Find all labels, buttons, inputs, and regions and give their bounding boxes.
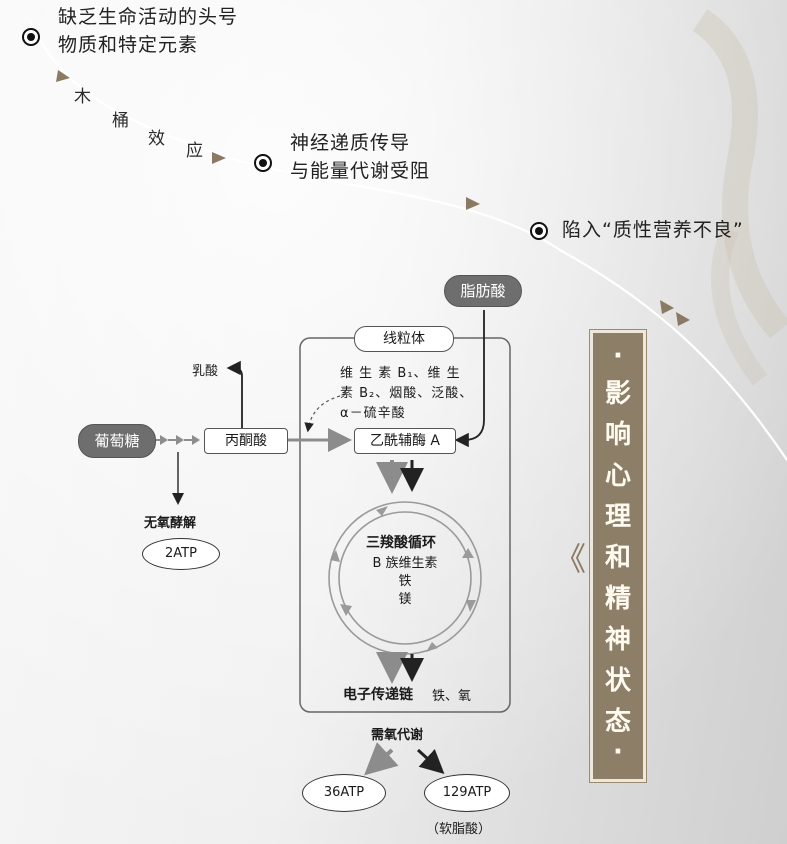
acetyl-coa-box: 乙酰辅酶 A (354, 428, 456, 454)
aerobic-to-129atp-arrow (416, 748, 445, 775)
atp129-ellipse: 129ATP (424, 774, 510, 812)
pyruvate-box: 丙酮酸 (204, 428, 288, 454)
atp2-ellipse: 2ATP (142, 538, 220, 570)
panel-char: 理 (604, 502, 631, 532)
vitamins-line3: α－硫辛酸 (340, 406, 406, 421)
panel-char: 心 (604, 461, 631, 491)
glucose-to-pyruvate-arrows (152, 435, 200, 445)
flow-item-1-line1: 缺乏生命活动的头号 (58, 6, 239, 28)
flow-arrowhead-2 (212, 152, 226, 164)
glucose-pill: 葡萄糖 (78, 424, 156, 458)
flow-item-3: 陷入“质性营养不良” (562, 219, 744, 241)
barrel-char-4: 应 (186, 141, 203, 161)
panel-char: 影 (604, 379, 631, 409)
flow-item-2-line2: 与能量代谢受阻 (290, 160, 431, 182)
panel-char: 神 (604, 625, 631, 655)
lactate-arrow (226, 360, 243, 428)
etc-label: 电子传递链 (343, 687, 413, 703)
flow-curve (28, 19, 787, 461)
barrel-char-1: 木 (74, 87, 91, 107)
tca-item: B 族维生素 (372, 556, 438, 571)
mitochondria-label: 线粒体 (354, 326, 454, 352)
bullet-icon (530, 222, 548, 240)
tca-item: 镁 (398, 592, 412, 607)
tca-title: 三羧酸循环 (366, 535, 436, 551)
panel-char: 和 (604, 543, 631, 573)
flow-item-1-line2: 物质和特定元素 (58, 34, 199, 56)
bullet-icon (22, 28, 40, 46)
aerobic-to-36atp-arrow (364, 742, 399, 776)
tca-item: 铁 (398, 574, 412, 589)
side-panel: · 影 响 心 理 和 精 神 状 态 · (589, 329, 647, 783)
fatty-acid-pill: 脂肪酸 (444, 275, 522, 307)
vitamins-line2: 素 B₂、烟酸、泛酸、 (340, 386, 474, 401)
tca-cycle-arrows (330, 506, 476, 652)
panel-char: 精 (604, 584, 631, 614)
panel-char: 响 (604, 420, 631, 450)
flow-arrowhead-3 (466, 197, 480, 210)
decorative-stroke-2 (711, 226, 768, 386)
panel-char: 态 (604, 707, 631, 737)
panel-dot-top: · (613, 341, 623, 371)
bullet-icon (254, 154, 272, 172)
barrel-char-2: 桶 (112, 111, 129, 131)
etc-cofactors: 铁、氧 (432, 689, 472, 704)
anaerobic-label: 无氧酵解 (144, 516, 197, 531)
flow-arrowhead-5 (676, 312, 690, 326)
barrel-char-3: 效 (148, 129, 165, 149)
aerobic-label: 需氧代谢 (371, 728, 424, 743)
lactate-label: 乳酸 (192, 364, 219, 379)
tca-inner-ring (338, 511, 472, 645)
atp36-ellipse: 36ATP (302, 774, 386, 812)
flow-arrowhead-1 (56, 70, 70, 82)
vitamin-dashed-arrow (304, 395, 341, 433)
panel-char: 状 (604, 666, 631, 696)
panel-dot-bottom: · (613, 737, 623, 767)
fatty-acid-arrow (454, 310, 485, 448)
decorative-stroke (692, 9, 787, 339)
flow-item-2-line1: 神经递质传导 (290, 132, 411, 154)
flow-arrowhead-4 (660, 300, 674, 314)
vitamins-line1: 维 生 素 B₁、维 生 (340, 366, 461, 381)
atp129-note: （软脂酸） (426, 822, 492, 837)
double-chevron-icon: 《 (554, 540, 587, 578)
